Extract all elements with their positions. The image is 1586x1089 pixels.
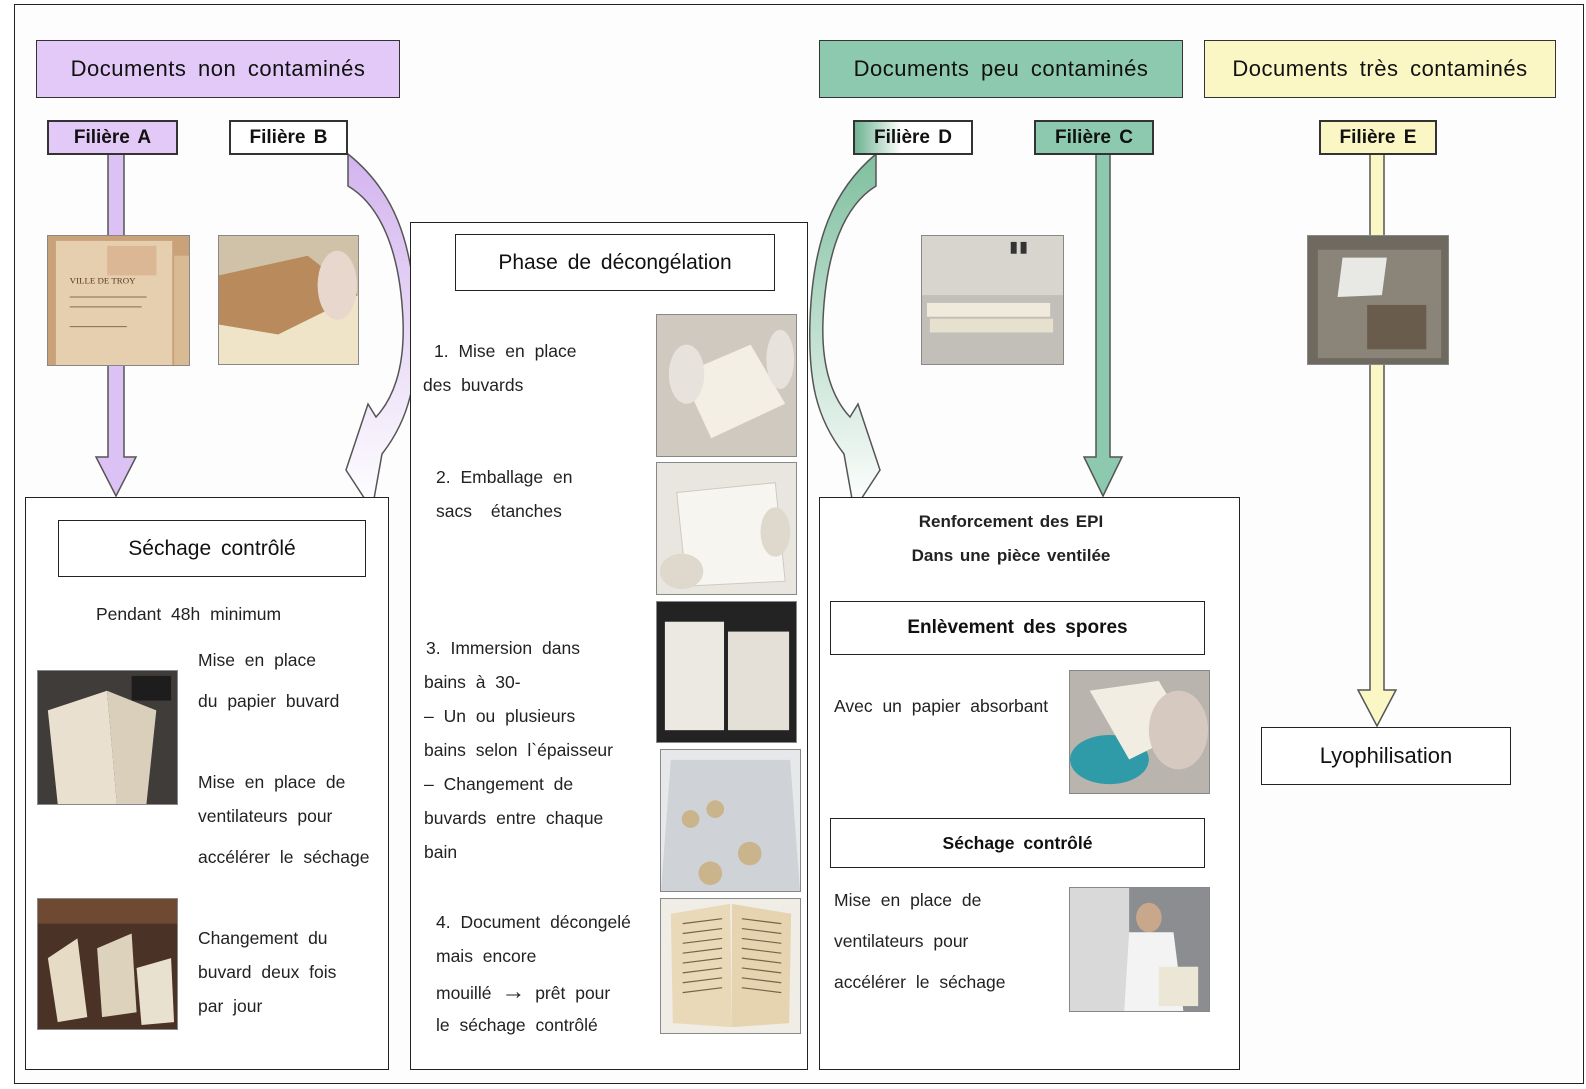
sechage-right-line2: ventilateurs pour [834,931,969,951]
peu-panel-line1: Renforcement des EPI [918,512,1104,531]
sechage-left-step3-line3: par jour [198,996,263,1016]
header-peu-contamines: Documents peu contaminés [819,40,1183,98]
right-arrow-icon: → [501,978,526,1005]
photo-open-book [660,898,801,1034]
decongelation-step4-line1: 4. Document décongelé [436,912,631,932]
photo-placing-blotters [656,314,797,457]
photo-bagged-document [1307,235,1449,365]
decongelation-step3-line1: 3. Immersion dans [426,638,580,658]
filiere-b-label: Filière B [229,120,348,155]
decongelation-step1-line1: 1. Mise en place [434,341,577,361]
sechage-right-title: Séchage contrôlé [830,818,1205,868]
decongelation-step3-line2: bains à 30- [424,672,521,692]
header-non-contamines: Documents non contaminés [36,40,400,98]
filiere-d-label: Filière D [853,120,973,155]
arrow-filiere-d [808,152,881,512]
sechage-left-duration: Pendant 48h minimum [96,604,282,624]
sechage-left-step1-line2: du papier buvard [198,691,340,711]
decongelation-step3-line5: – Changement de [424,774,574,794]
spores-text: Avec un papier absorbant [834,696,1049,716]
photo-documents-stack [921,235,1064,365]
filiere-a-label: Filière A [47,120,178,155]
decongelation-step2-line1: 2. Emballage en [436,467,573,487]
filiere-e-label: Filière E [1319,120,1437,155]
photo-blotting-paper [37,670,178,805]
photo-drying-documents [37,898,178,1030]
filiere-c-label: Filière C [1034,120,1154,155]
photo-protected-operator [1069,887,1210,1012]
arrow-filiere-c [1082,153,1124,498]
decongelation-title: Phase de décongélation [455,234,775,291]
sechage-left-step2-line2: ventilateurs pour [198,806,333,826]
lyophilisation-box: Lyophilisation [1261,727,1511,785]
photo-book-cover: VILLE DE TROY [47,235,190,366]
step4-pret: prêt pour [535,983,611,1003]
photo-immersion-bath [660,749,801,892]
decongelation-step3-line7: bain [424,842,458,862]
redaction-patch [538,666,671,698]
sechage-right-line1: Mise en place de [834,890,982,910]
sechage-left-step1-line1: Mise en place [198,650,316,670]
decongelation-step4-line2: mais encore [436,946,537,966]
book-title-text: VILLE DE TROY [70,275,136,285]
photo-sealed-bags [656,462,797,595]
photo-spore-removal [1069,670,1210,794]
sechage-left-step3-line2: buvard deux fois [198,962,337,982]
sechage-left-step2-line1: Mise en place de [198,772,346,792]
decongelation-step3-line3: – Un ou plusieurs [424,706,576,726]
sechage-right-line3: accélérer le séchage [834,972,1006,992]
decongelation-step4-line4: le séchage contrôlé [436,1015,598,1035]
sechage-left-title: Séchage contrôlé [58,520,366,577]
decongelation-step3-line6: buvards entre chaque [424,808,604,828]
spores-title: Enlèvement des spores [830,601,1205,655]
decongelation-step3-line4: bains selon l`épaisseur [424,740,613,760]
decongelation-step4-line3: mouillé → prêt pour [436,975,610,1010]
peu-panel-line2: Dans une pièce ventilée [911,546,1111,565]
decongelation-step1-line2: des buvards [423,375,524,395]
photo-book-handling [218,235,359,365]
step4-mouille: mouillé [436,983,492,1003]
sechage-left-step2-line3: accélérer le séchage [198,847,370,867]
sechage-left-step3-line1: Changement du [198,928,328,948]
photo-immersion-bags [656,601,797,743]
header-tres-contamines: Documents très contaminés [1204,40,1556,98]
decongelation-step2-line2: sacs étanches [436,501,562,521]
